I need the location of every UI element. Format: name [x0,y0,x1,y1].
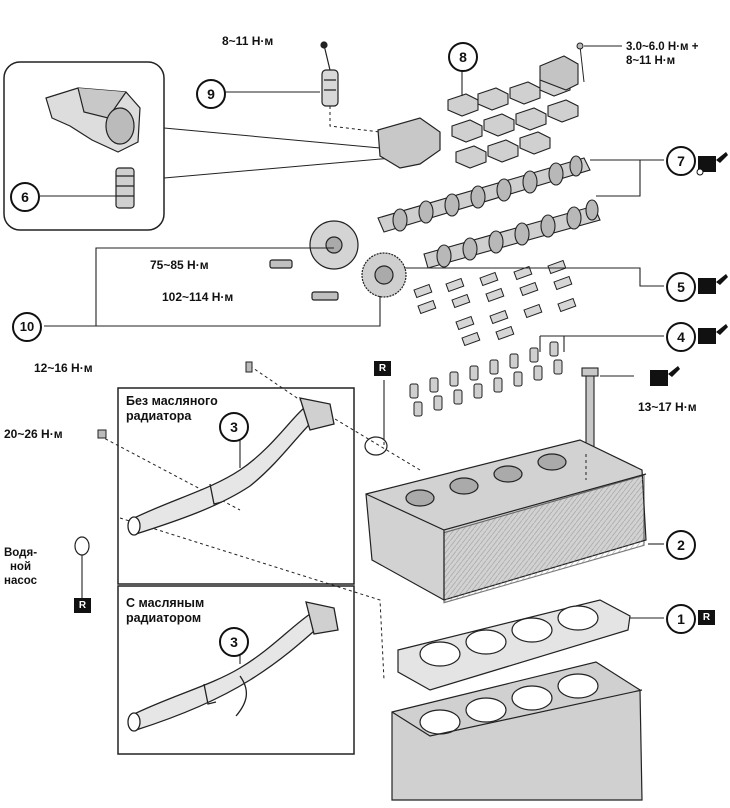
water-pipe-without-cooler [127,397,335,536]
camshafts [377,155,601,269]
callout-9: 9 [196,79,226,109]
inset-ocv-part [45,87,141,209]
cap-bolts [576,42,585,83]
callout-2: 2 [666,530,696,560]
front-cam-cap [377,117,441,169]
replace-marker-icon: R [374,361,391,376]
replace-marker-icon: R [74,598,91,613]
water-pump-label: Водя- ной насос [4,547,38,587]
frame-with-cooler [117,585,355,755]
torque-cam-cap: 3.0~6.0 Н·м + 8~11 Н·м [626,41,699,67]
water-pipe-with-cooler [127,601,339,732]
callout-6: 6 [10,182,40,212]
head-bolt [581,367,599,455]
torque-head-bolt: 13~17 Н·м [638,400,697,414]
camshaft-caps [447,55,579,169]
callout-10: 10 [12,312,42,342]
oil-can-icon [696,152,728,176]
replace-marker-icon: R [698,610,715,625]
title-with-cooler: С масляным радиатором [126,596,205,625]
callout-7: 7 [666,146,696,176]
callout-4: 4 [666,322,696,352]
torque-exhaust-sprocket: 75~85 Н·м [150,258,209,272]
callout-1: 1 [666,604,696,634]
torque-intake-actuator: 102~114 Н·м [162,290,234,304]
frame-without-cooler [117,387,355,585]
rocker-arms [413,259,577,347]
head-gasket [397,599,631,691]
callout-3-bottom: 3 [219,627,249,657]
cylinder-block [391,661,643,801]
oil-can-icon [698,324,728,344]
callout-5: 5 [666,272,696,302]
sprocket-bolts [269,259,339,301]
torque-water-pipe-bracket: 20~26 Н·м [4,427,63,441]
leader-lines [40,64,664,664]
title-without-cooler: Без масляного радиатора [126,394,218,423]
pipe-bolts [97,361,253,439]
callout-8: 8 [448,42,478,72]
torque-ocv: 8~11 Н·м [222,34,274,48]
cam-sprockets [309,220,407,298]
cylinder-head [365,439,647,604]
torque-water-pipe: 12~16 Н·м [34,361,93,375]
inset-frame [3,61,165,231]
callout-3-top: 3 [219,412,249,442]
oil-can-icon [698,274,728,294]
oil-control-valve [320,41,339,107]
lash-adjusters [409,341,563,417]
oil-can-icon [650,366,680,386]
